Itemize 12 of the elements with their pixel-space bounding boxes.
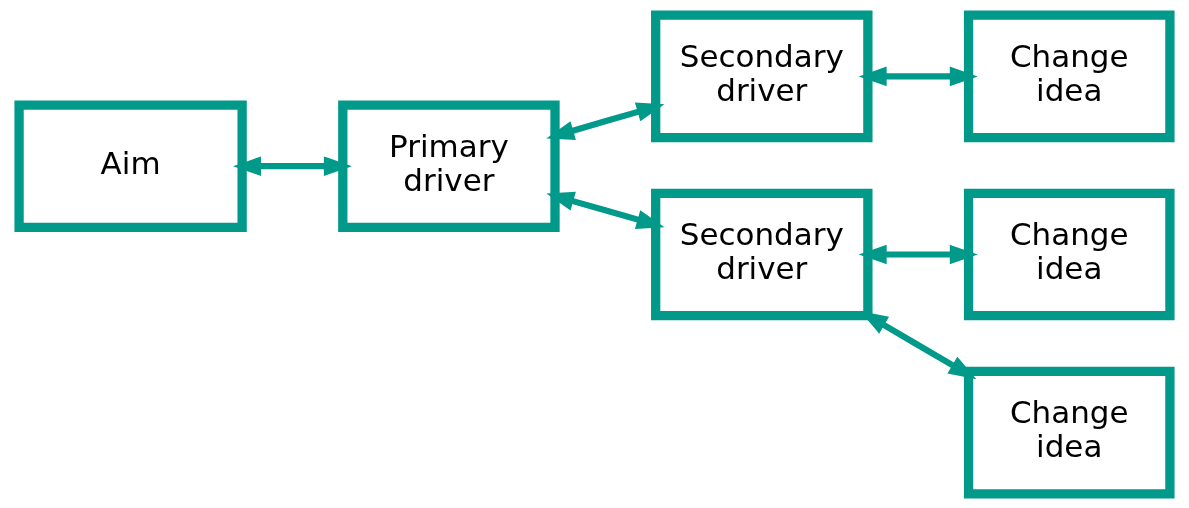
node-box: Change idea bbox=[963, 10, 1175, 142]
node-box: Change idea bbox=[963, 188, 1175, 320]
arrow bbox=[858, 244, 978, 264]
node-box: Primary driver bbox=[338, 99, 560, 232]
arrow bbox=[858, 66, 978, 86]
arrow bbox=[546, 102, 665, 140]
node-box: Secondary driver bbox=[651, 188, 873, 320]
node-box: Aim bbox=[14, 99, 247, 232]
node-box: Change idea bbox=[963, 366, 1175, 498]
arrow bbox=[233, 155, 352, 176]
node-box: Secondary driver bbox=[651, 10, 873, 142]
arrow bbox=[546, 191, 665, 229]
